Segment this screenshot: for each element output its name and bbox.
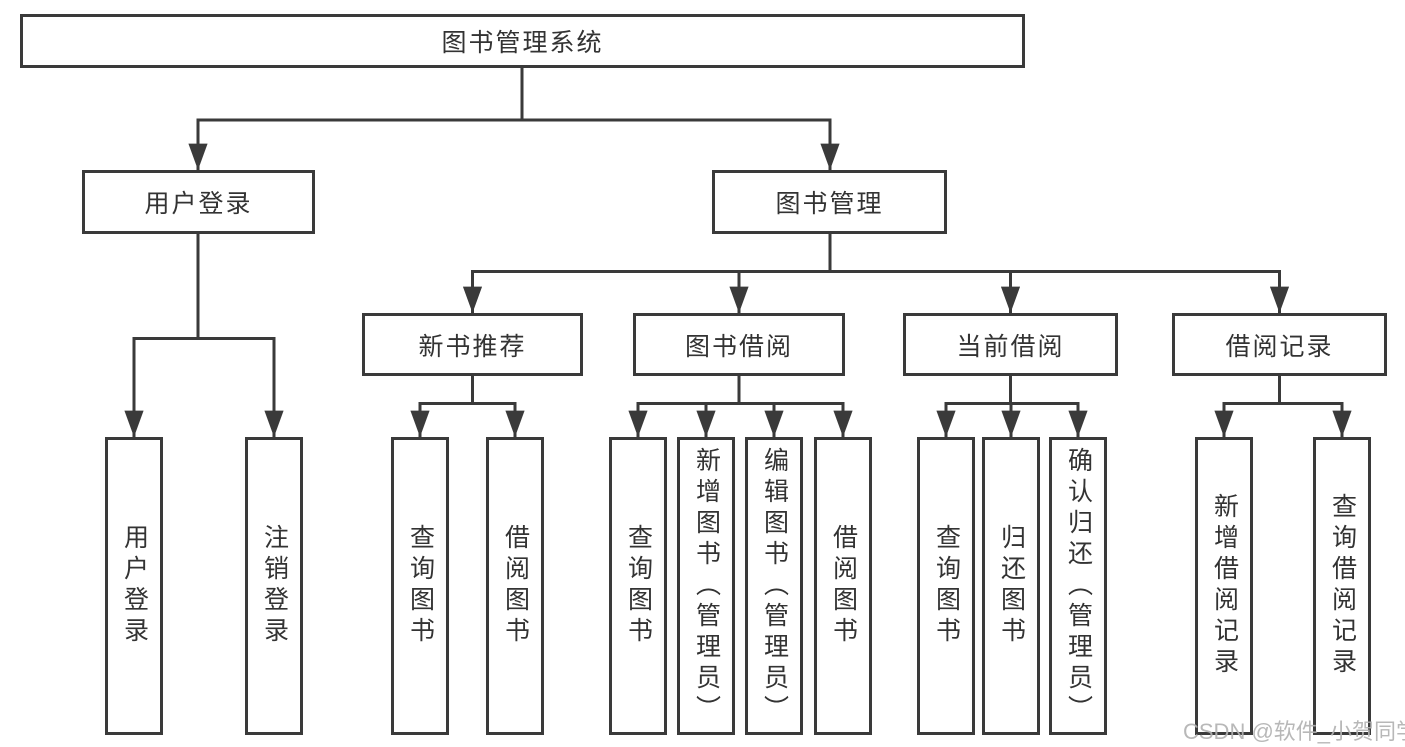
leaf-borrow-books-2: 借阅图书 xyxy=(814,437,872,735)
leaf-query-borrow-record-label: 查询借阅记录 xyxy=(1328,493,1357,679)
leaf-borrow-books-1-label: 借阅图书 xyxy=(501,524,530,648)
leaf-add-borrow-record-label: 新增借阅记录 xyxy=(1210,493,1239,679)
node-book-management-label: 图书管理 xyxy=(775,190,884,218)
node-user-login: 用户登录 xyxy=(82,170,315,234)
leaf-confirm-return-admin-label: 确认归还（管理员） xyxy=(1064,446,1093,726)
leaf-confirm-return-admin: 确认归还（管理员） xyxy=(1049,437,1107,735)
node-borrow-records-label: 借阅记录 xyxy=(1225,332,1334,361)
leaf-return-books: 归还图书 xyxy=(982,437,1040,735)
leaf-query-borrow-record: 查询借阅记录 xyxy=(1313,437,1371,735)
node-root: 图书管理系统 xyxy=(20,14,1025,68)
node-root-label: 图书管理系统 xyxy=(441,29,604,57)
leaf-query-books-2: 查询图书 xyxy=(609,437,667,735)
node-book-borrowing: 图书借阅 xyxy=(633,313,845,376)
leaf-query-books-1-label: 查询图书 xyxy=(406,524,435,648)
node-current-borrowing-label: 当前借阅 xyxy=(956,332,1065,361)
leaf-logout-label: 注销登录 xyxy=(260,524,289,648)
leaf-return-books-label: 归还图书 xyxy=(997,524,1026,648)
leaf-query-books-3-label: 查询图书 xyxy=(932,524,961,648)
node-new-book-recommend: 新书推荐 xyxy=(362,313,583,376)
leaf-edit-books-admin-label: 编辑图书（管理员） xyxy=(760,446,789,726)
leaf-user-login-label: 用户登录 xyxy=(120,524,149,648)
leaf-query-books-2-label: 查询图书 xyxy=(624,524,653,648)
node-borrow-records: 借阅记录 xyxy=(1172,313,1387,376)
leaf-add-books-admin: 新增图书（管理员） xyxy=(677,437,735,735)
leaf-query-books-3: 查询图书 xyxy=(917,437,975,735)
leaf-add-books-admin-label: 新增图书（管理员） xyxy=(692,446,721,726)
leaf-add-borrow-record: 新增借阅记录 xyxy=(1195,437,1253,735)
csdn-watermark: CSDN @软件_小贺同学 xyxy=(1183,719,1405,744)
leaf-borrow-books-2-label: 借阅图书 xyxy=(829,524,858,648)
node-current-borrowing: 当前借阅 xyxy=(903,313,1118,376)
leaf-query-books-1: 查询图书 xyxy=(391,437,449,735)
node-new-book-recommend-label: 新书推荐 xyxy=(418,332,527,361)
node-user-login-label: 用户登录 xyxy=(144,190,253,218)
leaf-logout: 注销登录 xyxy=(245,437,303,735)
node-book-borrowing-label: 图书借阅 xyxy=(684,332,793,361)
leaf-borrow-books-1: 借阅图书 xyxy=(486,437,544,735)
leaf-user-login: 用户登录 xyxy=(105,437,163,735)
leaf-edit-books-admin: 编辑图书（管理员） xyxy=(745,437,803,735)
node-book-management: 图书管理 xyxy=(712,170,947,234)
